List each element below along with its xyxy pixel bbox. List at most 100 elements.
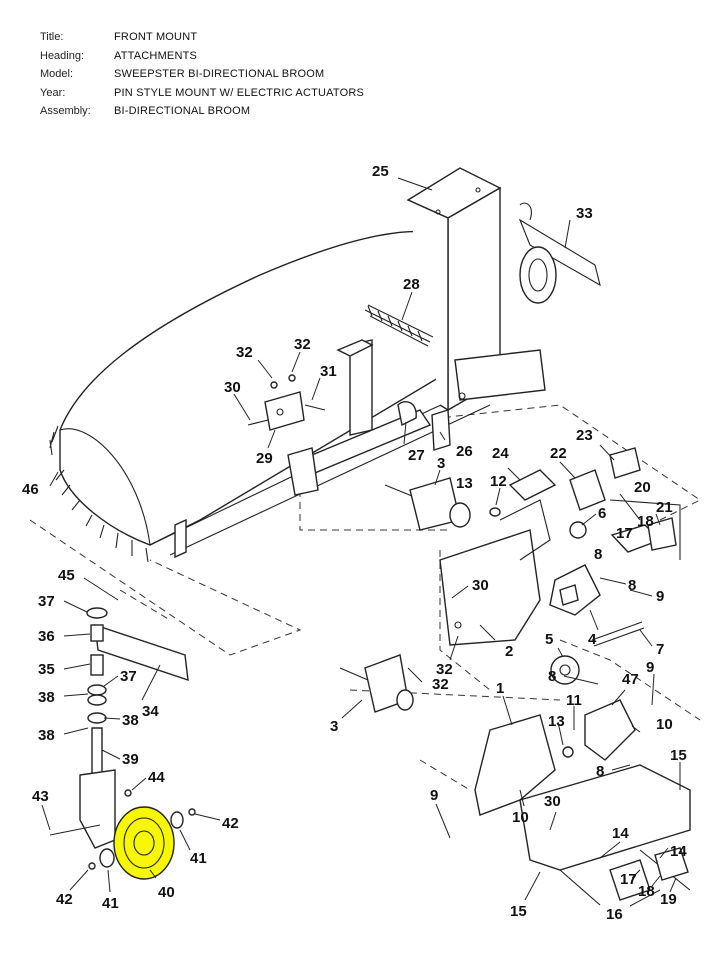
header-value: BI-DIRECTIONAL BROOM [114, 105, 251, 117]
callout-15: 15 [670, 747, 687, 764]
callout-38: 38 [122, 712, 139, 729]
callout-9: 9 [430, 787, 438, 804]
callout-39: 39 [122, 751, 139, 768]
callout-11: 11 [566, 692, 582, 709]
callout-3: 3 [330, 718, 338, 735]
callout-38: 38 [38, 689, 55, 706]
callout-22: 22 [550, 445, 567, 462]
plate-23 [609, 447, 641, 479]
callout-16: 16 [606, 906, 623, 923]
callout-5: 5 [545, 631, 553, 648]
callout-4: 4 [588, 631, 597, 648]
header-label: Heading: [40, 49, 85, 62]
main-frame [474, 714, 691, 906]
caster-wheel-40 [88, 806, 196, 880]
callout-41: 41 [102, 895, 119, 912]
callout-15: 15 [510, 903, 527, 920]
callout-43: 43 [32, 788, 49, 805]
callout-24: 24 [492, 445, 509, 462]
callout-41: 41 [190, 850, 207, 867]
header-row-model: Model: SWEEPSTER BI-DIRECTIONAL BROOM [40, 65, 364, 84]
callout-8: 8 [594, 546, 602, 563]
top-mount-box [406, 167, 546, 412]
header-row-title: Title: FRONT MOUNT [40, 28, 364, 47]
callout-7: 7 [656, 641, 664, 658]
callout-9: 9 [656, 588, 664, 605]
callout-36: 36 [38, 628, 55, 645]
lower-actuator [339, 654, 414, 713]
broom-bristles [49, 425, 149, 563]
callout-34: 34 [142, 703, 159, 720]
plate-22 [569, 469, 606, 511]
callout-13: 13 [456, 475, 473, 492]
header-value: PIN STYLE MOUNT W/ ELECTRIC ACTUATORS [114, 86, 365, 99]
callout-38: 38 [38, 727, 55, 744]
broom-mast [287, 339, 432, 496]
gearbox-upper [549, 521, 601, 616]
header-label: Title: [40, 31, 64, 43]
callout-31: 31 [320, 363, 337, 380]
callout-23: 23 [576, 427, 593, 444]
callout-32: 32 [236, 344, 253, 361]
callout-29: 29 [256, 450, 273, 467]
caster-fork [49, 769, 132, 849]
callout-21: 21 [656, 499, 673, 516]
callout-25: 25 [372, 163, 389, 180]
callout-labels: 25 33 28 32 32 31 30 29 27 26 46 3 13 12… [22, 163, 687, 923]
callout-30: 30 [224, 379, 241, 396]
header-row-heading: Heading: ATTACHMENTS [40, 47, 364, 66]
callout-19: 19 [660, 891, 677, 908]
callout-46: 46 [22, 481, 39, 498]
header-value: FRONT MOUNT [114, 31, 198, 43]
callout-14: 14 [612, 825, 629, 842]
callout-8: 8 [628, 577, 636, 594]
callout-2: 2 [505, 643, 513, 660]
callout-27: 27 [408, 447, 425, 464]
callout-42: 42 [222, 815, 239, 832]
assembly-guide-lines [29, 404, 701, 791]
sprocket [550, 655, 580, 685]
mounting-plate [439, 469, 557, 646]
callout-37: 37 [120, 668, 137, 685]
callout-30: 30 [544, 793, 561, 810]
bracket-26-27 [397, 392, 466, 451]
callout-17: 17 [616, 525, 633, 542]
callout-32: 32 [436, 661, 453, 678]
callout-32: 32 [432, 676, 449, 693]
callout-45: 45 [58, 567, 75, 584]
header-value: ATTACHMENTS [114, 49, 198, 62]
caster-wheel-assembly [518, 202, 601, 304]
callout-10: 10 [656, 716, 673, 733]
callout-37: 37 [38, 593, 55, 610]
callout-8: 8 [548, 668, 556, 685]
callout-13: 13 [548, 713, 565, 730]
callout-17: 17 [620, 871, 637, 888]
callout-1: 1 [496, 680, 504, 697]
callout-12: 12 [490, 473, 507, 490]
leader-lines [41, 177, 681, 907]
callout-14: 14 [670, 843, 687, 860]
callout-32: 32 [294, 336, 311, 353]
callout-33: 33 [576, 205, 593, 222]
callout-6: 6 [598, 505, 606, 522]
header-label: Assembly: [40, 105, 91, 117]
callout-18: 18 [638, 883, 655, 900]
spring [364, 304, 434, 347]
chain [591, 621, 645, 647]
callout-28: 28 [403, 276, 420, 293]
callout-44: 44 [148, 769, 165, 786]
header-value: SWEEPSTER BI-DIRECTIONAL BROOM [114, 68, 325, 80]
callout-20: 20 [634, 479, 651, 496]
coupling-upper [609, 499, 681, 560]
callout-10: 10 [512, 809, 529, 826]
header-row-assembly: Assembly: BI-DIRECTIONAL BROOM [40, 102, 364, 121]
header-label: Model: [40, 68, 74, 80]
callout-9: 9 [646, 659, 654, 676]
callout-30: 30 [472, 577, 489, 594]
callout-3: 3 [437, 455, 445, 472]
callout-26: 26 [456, 443, 473, 460]
callout-47: 47 [622, 671, 639, 688]
callout-18: 18 [637, 513, 654, 530]
header-row-year: Year:PIN STYLE MOUNT W/ ELECTRIC ACTUATO… [40, 84, 364, 103]
